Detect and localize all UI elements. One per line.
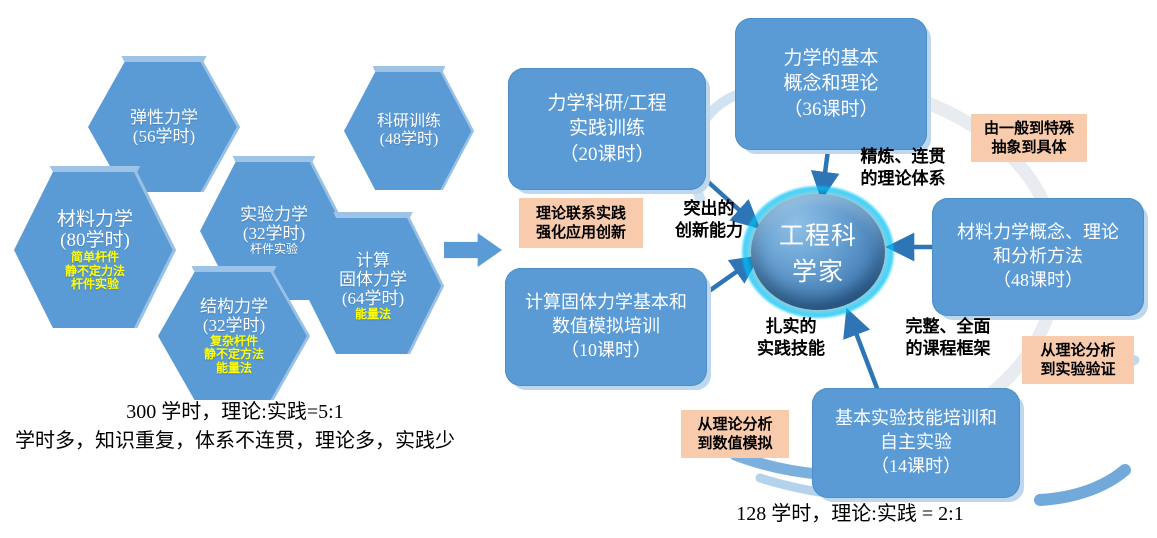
transition-arrow (444, 233, 502, 267)
hexagon-top-face (232, 156, 316, 166)
hexagon-hours: (64学时) (341, 288, 405, 308)
center-node-engineering-scientist[interactable]: 工程科 学家 (751, 193, 885, 311)
label-line-2: 实践技能 (757, 338, 825, 358)
label-refined-theory-system: 精炼、连贯 的理论体系 (838, 146, 968, 190)
hexagon-sub-1: 简单杆件 (70, 250, 119, 265)
arrow-from-experiment-training (843, 307, 883, 397)
box-materials-concepts[interactable]: 材料力学概念、理论 和分析方法 （48课时） (932, 198, 1144, 316)
hexagon-hours: (48学时) (379, 131, 439, 148)
left-caption-line-1: 300 学时，理论:实践=5:1 (126, 401, 344, 423)
hexagon-title: 实验力学 (240, 205, 308, 225)
hexagon-sub-3: 杆件实验 (70, 276, 119, 291)
hexagon-materials-mechanics[interactable]: 材料力学 (80学时) 简单杆件 静不定力法 杆件实验 (14, 166, 176, 328)
box-line-2: 自主实验 (880, 432, 952, 453)
note-theory-to-numerical: 从理论分析 到数值模拟 (681, 410, 789, 458)
box-line-3: （10课时） (561, 339, 651, 360)
note-line-2: 到数值模拟 (697, 435, 773, 452)
label-line-1: 突出的 (683, 199, 735, 218)
hexagon-title2: 固体力学 (339, 269, 407, 289)
box-numerical-training[interactable]: 计算固体力学基本和 数值模拟培训 （10课时） (505, 268, 707, 386)
note-theory-to-experiment: 从理论分析 到实验验证 (1022, 336, 1134, 384)
box-line-1: 力学科研/工程 (547, 93, 667, 115)
label-line-2: 创新能力 (675, 220, 743, 240)
right-caption: 128 学时，理论:实践 = 2:1 (650, 500, 1050, 529)
box-line-2: 和分析方法 (993, 246, 1083, 267)
hexagon-computational-solid-mechanics[interactable]: 计算 固体力学 (64学时) 能量法 (302, 212, 444, 354)
hexagon-top-face (333, 212, 413, 222)
box-line-3: （20课时） (559, 143, 655, 165)
hexagon-sub-2: 静不定方法 (203, 347, 264, 362)
box-line-1: 材料力学概念、理论 (957, 222, 1119, 243)
right-caption-line-1: 128 学时，理论:实践 = 2:1 (736, 503, 964, 525)
label-line-2: 的理论体系 (860, 168, 946, 188)
note-line-1: 理论联系实践 (535, 204, 626, 222)
hexagon-title: 计算 (356, 250, 390, 270)
hexagon-research-training[interactable]: 科研训练 (48学时) (344, 66, 474, 190)
hexagon-hours: (32学时) (202, 315, 266, 335)
box-line-3: （48课时） (993, 269, 1083, 290)
box-line-2: 实践训练 (568, 118, 645, 140)
box-research-practice[interactable]: 力学科研/工程 实践训练 （20课时） (508, 68, 706, 190)
box-line-1: 计算固体力学基本和 (525, 292, 687, 313)
note-line-2: 抽象到具体 (991, 139, 1067, 156)
box-basic-concepts[interactable]: 力学的基本 概念和理论 （36课时） (735, 18, 927, 150)
note-general-to-special: 由一般到特殊 抽象到具体 (971, 114, 1087, 162)
label-complete-curriculum: 完整、全面 的课程框架 (884, 316, 1012, 360)
hexagon-hours: (32学时) (242, 224, 306, 244)
hexagon-hours: (56学时) (132, 127, 196, 146)
hexagon-sub-2: 静不定力法 (64, 263, 125, 278)
hexagon-top-face (372, 66, 446, 76)
hexagon-hours: (80学时) (60, 229, 130, 251)
center-node-line-1: 工程科 (778, 222, 857, 250)
box-line-3: （36课时） (783, 98, 879, 120)
hexagon-sub-1: 杆件实验 (249, 242, 298, 257)
hexagon-top-face (121, 56, 207, 66)
label-line-1: 完整、全面 (905, 317, 991, 336)
hexagon-title: 结构力学 (200, 296, 268, 316)
note-line-1: 从理论分析 (697, 415, 773, 433)
box-line-3: （14课时） (871, 455, 961, 476)
left-caption-line-2: 学时多，知识重复，体系不连贯，理论多，实践少 (15, 430, 455, 452)
hexagon-title: 弹性力学 (130, 107, 198, 127)
hexagon-structural-mechanics[interactable]: 结构力学 (32学时) 复杂杆件 静不定方法 能量法 (158, 266, 310, 400)
label-solid-practice-skill: 扎实的 实践技能 (738, 316, 844, 360)
hexagon-title: 科研训练 (376, 113, 441, 131)
note-theory-practice: 理论联系实践 强化应用创新 (519, 198, 643, 248)
label-line-1: 精炼、连贯 (860, 147, 946, 166)
box-experiment-training[interactable]: 基本实验技能培训和 自主实验 （14课时） (812, 388, 1020, 498)
note-line-2: 强化应用创新 (535, 224, 626, 241)
hexagon-title: 材料力学 (56, 208, 133, 230)
box-line-2: 概念和理论 (783, 73, 879, 95)
note-line-1: 由一般到特殊 (983, 119, 1074, 137)
center-node-line-2: 学家 (791, 258, 844, 286)
label-line-2: 的课程框架 (905, 338, 991, 358)
box-line-1: 力学的基本 (783, 48, 879, 70)
label-line-1: 扎实的 (765, 317, 817, 336)
hexagon-sub-3: 能量法 (215, 360, 252, 375)
hexagon-top-face (191, 266, 277, 276)
note-line-1: 从理论分析 (1040, 341, 1116, 359)
box-line-2: 数值模拟培训 (552, 316, 660, 337)
note-line-2: 到实验验证 (1040, 361, 1116, 378)
left-caption: 300 学时，理论:实践=5:1 学时多，知识重复，体系不连贯，理论多，实践少 (0, 398, 470, 456)
hexagon-sub-1: 复杂杆件 (209, 333, 258, 348)
label-innovation-ability: 突出的 创新能力 (654, 198, 764, 242)
box-line-1: 基本实验技能培训和 (835, 408, 997, 429)
hexagon-sub-1: 能量法 (354, 306, 391, 321)
hexagon-top-face (49, 166, 141, 176)
center-node-wrapper[interactable]: 工程科 学家 (742, 186, 894, 318)
